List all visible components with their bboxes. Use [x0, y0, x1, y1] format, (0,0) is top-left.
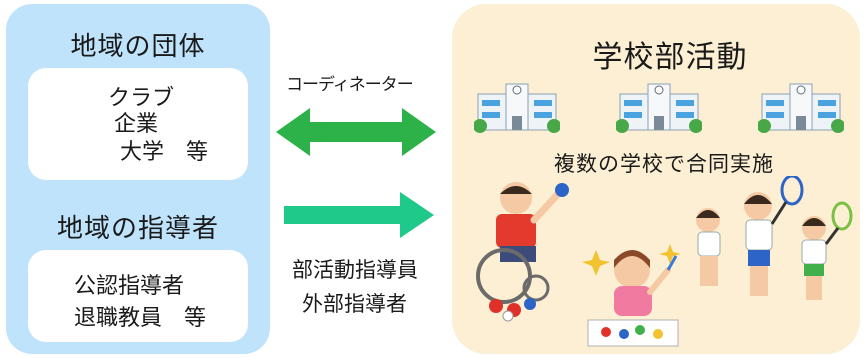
org-item-university: 大学 等 — [120, 140, 209, 165]
right-arrow-icon — [284, 192, 434, 238]
community-organizations-title: 地域の団体 — [70, 32, 206, 62]
coordinator-label: コーディネーター — [286, 75, 414, 95]
school-building-icon — [474, 83, 560, 133]
joint-schools-caption: 複数の学校で合同実施 — [554, 152, 774, 176]
double-arrow-icon — [276, 108, 436, 156]
school-club-title: 学校部活動 — [592, 40, 748, 75]
org-item-company: 企業 — [114, 112, 159, 137]
staff-label-instructor: 部活動指導員 — [292, 258, 418, 282]
community-leaders-title: 地域の指導者 — [56, 214, 219, 244]
org-item-club: クラブ — [108, 86, 175, 111]
leader-item-certified: 公認指導者 — [74, 274, 185, 299]
painting-child-icon — [582, 244, 681, 347]
leaders-box: 公認指導者 退職教員 等 — [28, 250, 248, 342]
school-building-icon — [616, 83, 702, 133]
organizations-box: クラブ 企業 大学 等 — [28, 68, 248, 180]
tennis-players-icon — [696, 176, 853, 300]
school-building-icon — [758, 83, 844, 133]
community-panel: 地域の団体 クラブ 企業 大学 等 地域の指導者 公認指導者 退職教員 等 — [6, 4, 270, 354]
wheelchair-athlete-icon — [476, 182, 569, 322]
leader-item-retired-teachers: 退職教員 等 — [74, 306, 207, 331]
school-club-panel: 学校部活動 複数の学校で合同実施 — [452, 4, 860, 354]
staff-label-external: 外部指導者 — [302, 292, 407, 316]
